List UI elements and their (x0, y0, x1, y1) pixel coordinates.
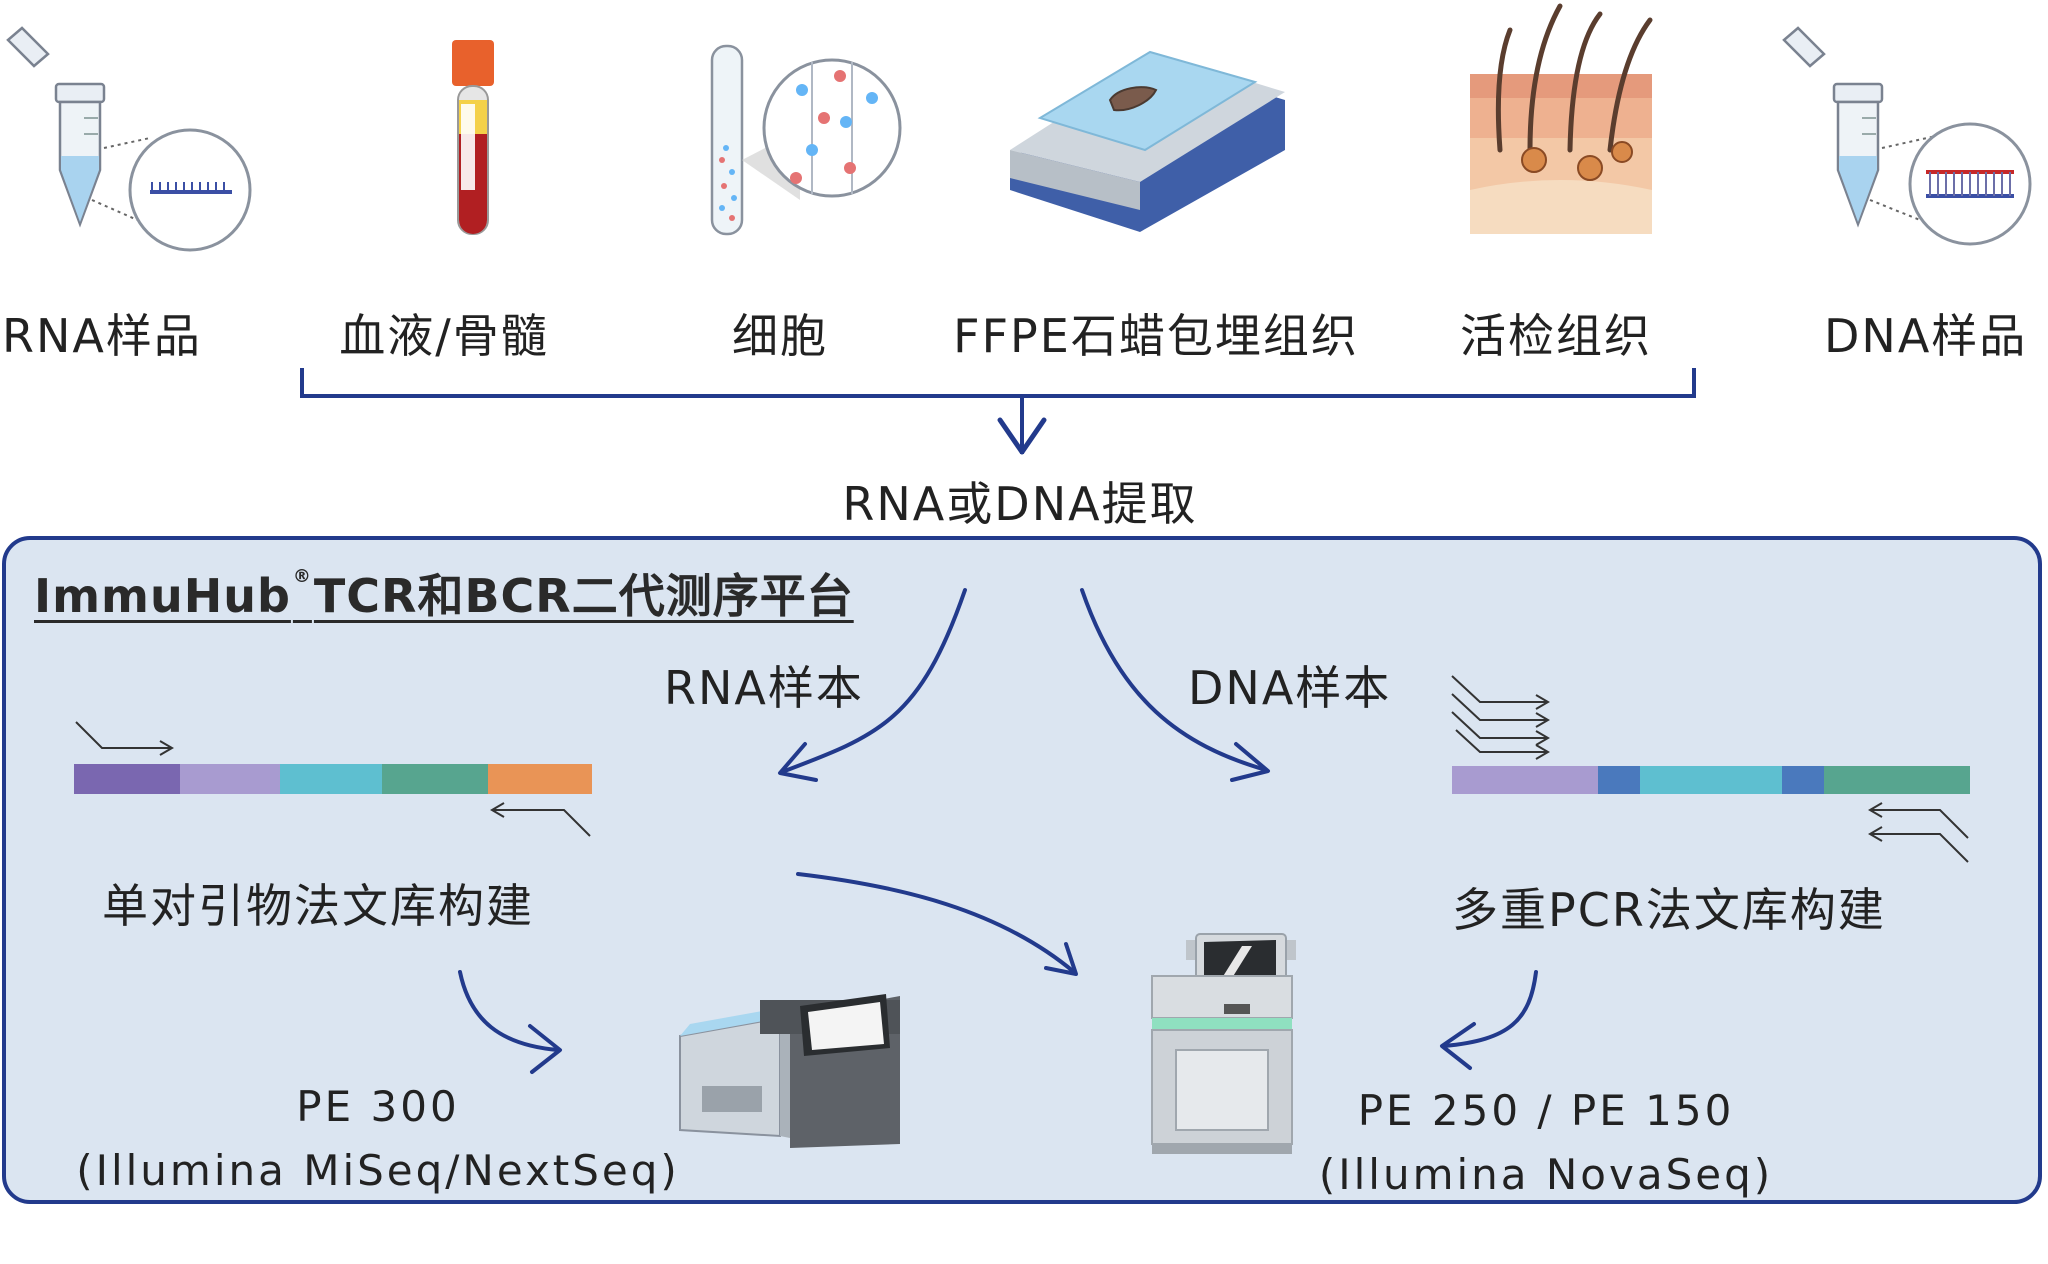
miseq-instrument-icon (679, 994, 900, 1148)
samples-bracket (300, 368, 1696, 455)
sample-label-blood: 血液/骨髓 (339, 309, 549, 363)
single-primer-construct (74, 721, 592, 837)
to-novaseq-arrow (796, 872, 1076, 974)
platform-panel (2, 536, 2042, 1204)
ffpe-block-icon (1010, 50, 1285, 232)
dna-sample-label: DNA样本 (1188, 661, 1392, 715)
rna-sample-label: RNA样本 (664, 661, 864, 715)
from-multiplex-arrow (1442, 970, 1538, 1048)
panel-title-rest: TCR和BCR二代测序平台 (313, 569, 854, 623)
blood-tube-icon (452, 40, 494, 235)
registered-mark: ® (292, 566, 312, 587)
panel-title: ImmuHub®TCR和BCR二代测序平台 (34, 560, 854, 626)
right-read-mode: PE 250 / PE 150 (1357, 1086, 1735, 1135)
multiplex-pcr-method-label: 多重PCR法文库构建 (1452, 883, 1886, 937)
sample-label-ffpe: FFPE石蜡包埋组织 (953, 309, 1359, 363)
left-read-mode: PE 300 (296, 1082, 460, 1131)
dna-branch-arrow (1080, 588, 1268, 772)
panel-title-main: ImmuHub (34, 569, 291, 623)
branch-arrows (458, 588, 1538, 1074)
multiplex-construct (1451, 675, 1970, 863)
cells-tube-icon (710, 44, 902, 236)
sample-label-dna: DNA样品 (1824, 309, 2028, 363)
novaseq-instrument-icon (1151, 933, 1296, 1154)
sample-label-cells: 细胞 (732, 309, 828, 363)
left-instrument-label: (Illumina MiSeq/NextSeq) (76, 1146, 680, 1195)
single-primer-method-label: 单对引物法文库构建 (102, 879, 534, 933)
right-instrument-label: (Illumina NovaSeq) (1318, 1150, 1774, 1199)
to-miseq-arrow (458, 970, 560, 1052)
dna-tube-icon (1782, 26, 2032, 246)
sample-label-rna: RNA样品 (2, 309, 202, 363)
sample-label-biopsy: 活检组织 (1460, 309, 1652, 363)
skin-tissue-icon (1470, 3, 1653, 234)
rna-branch-arrow (780, 588, 967, 774)
extraction-label: RNA或DNA提取 (842, 477, 1198, 531)
rna-tube-icon (6, 26, 252, 252)
